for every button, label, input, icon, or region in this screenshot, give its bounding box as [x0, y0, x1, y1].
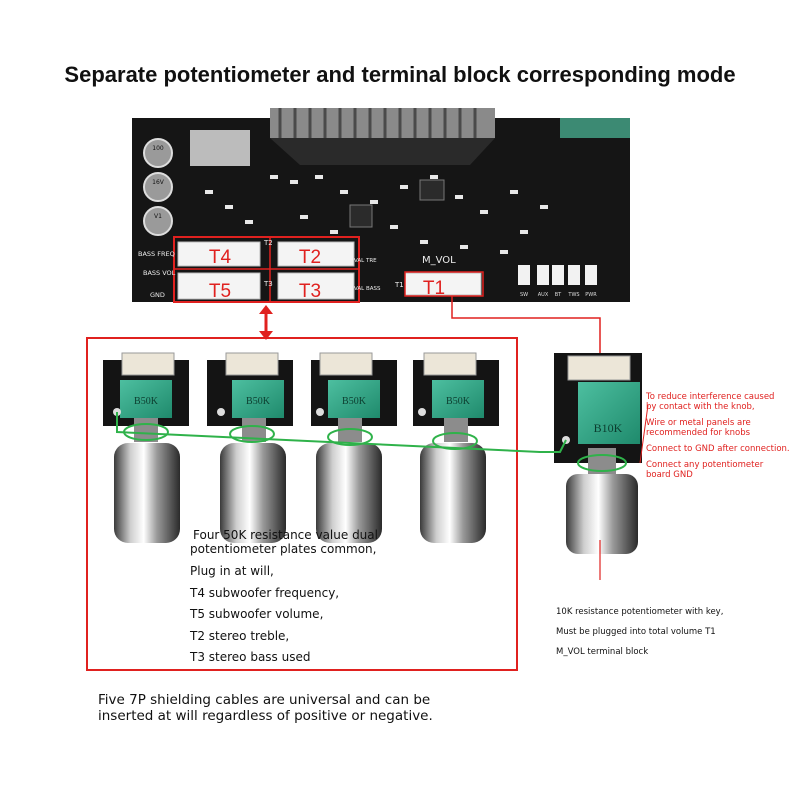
note-line: T2 stereo treble,	[190, 628, 290, 643]
silk-treble: VAL TRE	[354, 258, 377, 264]
note-line: recommended for knobs	[646, 428, 751, 438]
pot-value-label: B50K	[446, 396, 471, 407]
note-line: 10K resistance potentiometer with key,	[556, 607, 724, 617]
silk-m-vol: M_VOL	[422, 255, 456, 266]
pot-value-label: B50K	[342, 396, 367, 407]
note-line: To reduce interference caused	[646, 392, 775, 402]
knob	[420, 443, 486, 543]
cables-note: Five 7P shielding cables are universal a…	[98, 692, 433, 724]
cap-label: 100	[152, 145, 164, 152]
pot-module-3: B50K	[311, 352, 397, 543]
note-line: T5 subwoofer volume,	[190, 607, 324, 621]
amplifier-board: 100 16V V1 SW AUX BT TWS PWR	[132, 108, 630, 303]
header-label: SW	[520, 292, 528, 298]
note-line: by contact with the knob,	[646, 402, 755, 412]
key-pot-module: B10K	[554, 353, 642, 580]
t1-highlight	[404, 271, 484, 297]
header-label: TWS	[567, 292, 579, 298]
header-label: BT	[555, 292, 562, 298]
pot-module-4: B50K	[413, 352, 499, 543]
note-line: Connect any potentiometer	[646, 460, 764, 470]
knob	[114, 443, 180, 543]
key-pot-value-label: B10K	[594, 421, 623, 435]
silk-bass: VAL BASS	[354, 286, 381, 292]
silk-t1: T1	[394, 281, 404, 289]
terminal-label-t5: T5	[209, 281, 231, 302]
silk-bass-vol: BASS VOL	[143, 269, 176, 277]
note-line: board GND	[646, 470, 693, 480]
note-line: inserted at will regardless of positive …	[98, 708, 433, 724]
header-label: PWR	[585, 292, 597, 298]
note-line: Four 50K resistance value dual	[193, 528, 378, 542]
capacitors: 100 16V V1	[143, 138, 173, 236]
page-title: Separate potentiometer and terminal bloc…	[64, 62, 736, 87]
four-pots-note: Four 50K resistance value dual potentiom…	[190, 528, 378, 669]
knob	[566, 474, 638, 554]
note-line: Five 7P shielding cables are universal a…	[98, 692, 431, 708]
heat-sink	[270, 108, 495, 165]
silk-gnd: GND	[150, 291, 165, 299]
note-line: Connect to GND after connection.	[646, 444, 790, 454]
gnd-wire	[116, 404, 649, 472]
header-pins: SW AUX BT TWS PWR	[518, 265, 597, 298]
note-line: T4 subwoofer frequency,	[190, 585, 340, 600]
pot-value-label: B50K	[134, 396, 159, 407]
terminal-label-t4: T4	[209, 247, 232, 268]
note-line: Wire or metal panels are	[646, 418, 751, 428]
note-line: Must be plugged into total volume T1	[556, 627, 716, 637]
terminal-label-t1: T1	[423, 278, 445, 299]
terminal-label-t3: T3	[299, 281, 321, 302]
knob	[316, 443, 382, 543]
header-label: AUX	[538, 292, 549, 298]
key-pot-note: 10K resistance potentiometer with key, M…	[556, 602, 723, 662]
terminal-label-t2: T2	[299, 247, 321, 268]
knob	[220, 443, 286, 543]
silk-t2: T2	[263, 239, 273, 247]
interference-note: To reduce interference caused by contact…	[646, 392, 790, 480]
four-pot-frame	[86, 337, 518, 671]
note-line: M_VOL terminal block	[556, 647, 649, 657]
note-line: potentiometer plates common,	[190, 542, 377, 556]
silk-t3: T3	[263, 280, 273, 288]
note-line: Plug in at will,	[190, 564, 274, 578]
silk-bass-freq: BASS FREQ	[138, 250, 175, 258]
double-arrow-icon	[259, 305, 273, 340]
cap-label: V1	[154, 213, 162, 220]
note-line: T3 stereo bass used	[190, 650, 311, 664]
t1-connector-line	[451, 296, 601, 362]
terminal-connectors	[177, 241, 482, 300]
pot-module-1: B50K	[103, 352, 189, 543]
pot-value-label: B50K	[246, 396, 271, 407]
pot-module-2: B50K	[207, 352, 293, 543]
cap-label: 16V	[152, 179, 165, 186]
